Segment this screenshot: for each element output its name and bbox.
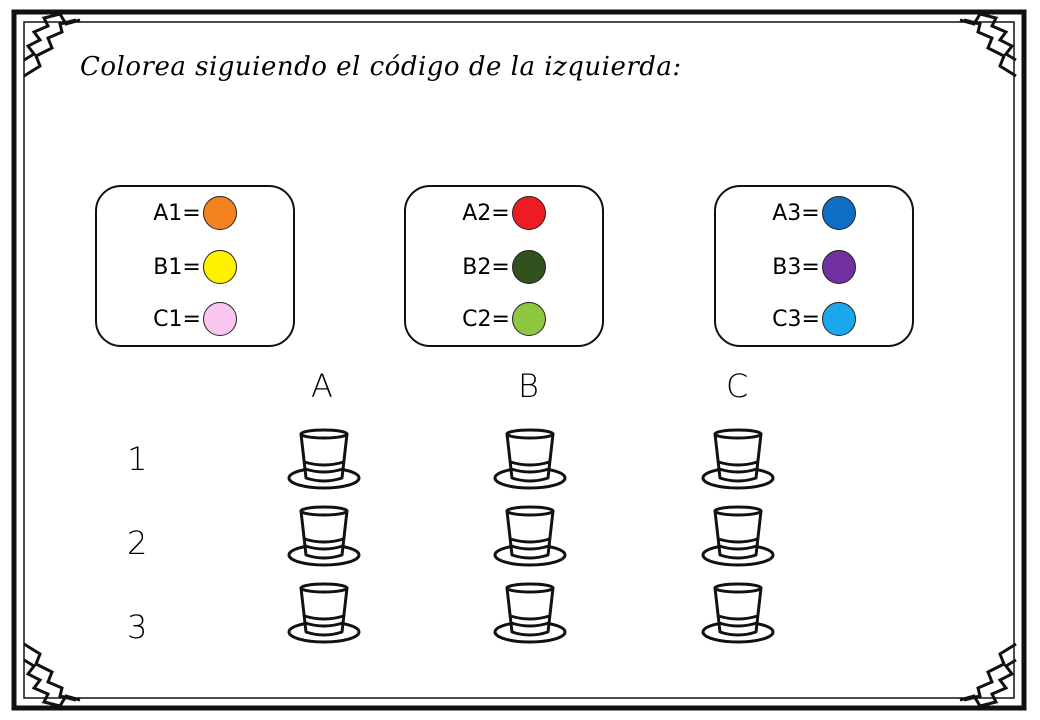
key-label: A3= xyxy=(772,200,820,226)
zigzag-corner-icon xyxy=(23,642,81,708)
color-swatch xyxy=(821,302,856,336)
key-row: A3= xyxy=(716,193,912,233)
zigzag-corner-icon xyxy=(959,12,1017,78)
key-label: C1= xyxy=(153,306,201,332)
column-heading-c: C xyxy=(726,367,749,405)
key-row: B1= xyxy=(97,247,293,287)
color-swatch xyxy=(202,302,237,336)
color-swatch xyxy=(511,250,546,284)
color-swatch xyxy=(202,250,237,284)
key-label: C3= xyxy=(772,306,820,332)
key-row: B2= xyxy=(406,247,602,287)
color-swatch xyxy=(511,196,546,230)
top-hat-icon[interactable] xyxy=(700,428,776,492)
column-heading-a: A xyxy=(311,367,333,405)
top-hat-icon[interactable] xyxy=(492,505,568,569)
top-hat-icon[interactable] xyxy=(700,582,776,646)
key-label: B3= xyxy=(772,254,820,280)
color-key-box-2: A2= B2= C2= xyxy=(404,185,604,347)
top-hat-icon[interactable] xyxy=(286,505,362,569)
key-label: C2= xyxy=(462,306,510,332)
color-swatch xyxy=(202,196,237,230)
color-key-box-1: A1= B1= C1= xyxy=(95,185,295,347)
zigzag-corner-icon xyxy=(959,642,1017,708)
top-hat-icon[interactable] xyxy=(700,505,776,569)
key-row: C3= xyxy=(716,299,912,339)
top-hat-icon[interactable] xyxy=(286,428,362,492)
instruction-title: Colorea siguiendo el código de la izquie… xyxy=(80,52,682,82)
key-row: B3= xyxy=(716,247,912,287)
color-swatch xyxy=(821,250,856,284)
key-label: A2= xyxy=(462,200,510,226)
color-swatch xyxy=(511,302,546,336)
row-heading-1: 1 xyxy=(127,440,148,478)
top-hat-icon[interactable] xyxy=(492,428,568,492)
key-label: A1= xyxy=(153,200,201,226)
zigzag-corner-icon xyxy=(23,12,81,78)
key-label: B1= xyxy=(153,254,201,280)
row-heading-2: 2 xyxy=(127,524,148,562)
key-row: C2= xyxy=(406,299,602,339)
key-label: B2= xyxy=(462,254,510,280)
color-key-box-3: A3= B3= C3= xyxy=(714,185,914,347)
key-row: A2= xyxy=(406,193,602,233)
key-row: A1= xyxy=(97,193,293,233)
color-swatch xyxy=(821,196,856,230)
key-row: C1= xyxy=(97,299,293,339)
top-hat-icon[interactable] xyxy=(286,582,362,646)
row-heading-3: 3 xyxy=(127,608,148,646)
column-heading-b: B xyxy=(518,367,539,405)
top-hat-icon[interactable] xyxy=(492,582,568,646)
